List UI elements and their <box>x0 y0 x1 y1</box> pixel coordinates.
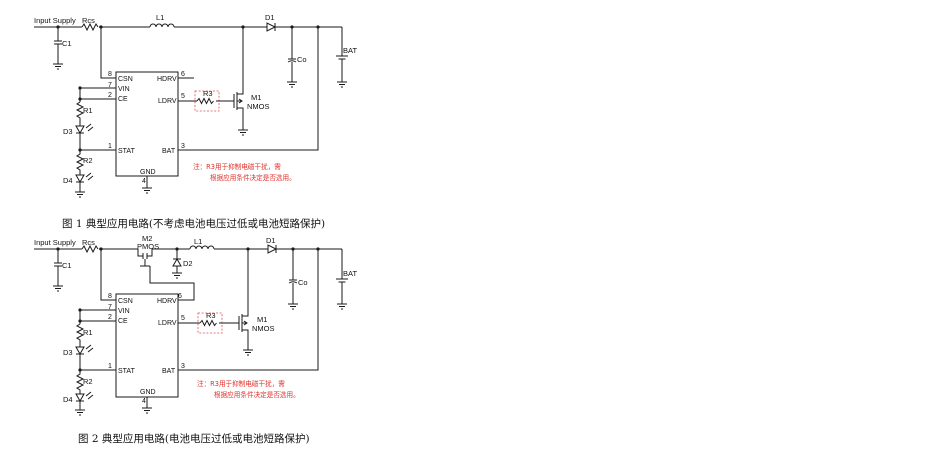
pin-ce: CE <box>118 318 128 325</box>
pin-number-6: 6 <box>181 71 185 78</box>
pmos-label: PMOS <box>137 242 159 251</box>
figure-1-caption: 图 1 典型应用电路(不考虑电池电压过低或电池短路保护) <box>62 217 325 230</box>
pin-number-2: 2 <box>108 314 112 321</box>
d1-label: D1 <box>266 236 276 245</box>
pin-number-2: 2 <box>108 92 112 99</box>
d1-diode <box>266 22 277 32</box>
d2-label: D2 <box>183 259 193 268</box>
pin-number-5: 5 <box>181 315 185 322</box>
c1-capacitor <box>53 27 63 70</box>
co-capacitor <box>287 27 297 88</box>
pin-vin: VIN <box>118 308 130 315</box>
r2-label: R2 <box>83 156 93 165</box>
pin-number-8: 8 <box>108 71 112 78</box>
figure-2-caption: 图 2 典型应用电路(电池电压过低或电池短路保护) <box>78 432 310 445</box>
pin-bat: BAT <box>162 368 176 375</box>
nmos-label: NMOS <box>252 324 275 333</box>
r3-note-line1: 注：R3用于抑制电磁干扰，需 <box>193 162 281 171</box>
d4-label: D4 <box>63 395 73 404</box>
r1-resistor <box>75 323 85 347</box>
r2-resistor <box>75 150 85 175</box>
bat-output-label: BAT <box>343 46 357 55</box>
battery-symbol <box>336 27 348 88</box>
rcs-resistor <box>81 22 99 32</box>
d3-led <box>75 346 85 370</box>
pin-vin: VIN <box>118 86 130 93</box>
co-capacitor <box>288 249 298 310</box>
pin-number-4: 4 <box>142 398 146 405</box>
m1-nmos <box>219 249 249 350</box>
m2-label: M2 <box>142 234 152 243</box>
r1-label: R1 <box>83 328 93 337</box>
pin-number-3: 3 <box>181 143 185 150</box>
rcs-resistor <box>81 244 99 254</box>
rcs-label: Rcs <box>82 16 95 25</box>
pin-ce: CE <box>118 96 128 103</box>
nmos-label: NMOS <box>247 102 270 111</box>
pin-stat: STAT <box>118 148 136 155</box>
pin-number-5: 5 <box>181 93 185 100</box>
pin-stat: STAT <box>118 368 136 375</box>
pin-ldrv: LDRV <box>158 98 177 105</box>
c1-label: C1 <box>62 39 72 48</box>
battery-symbol <box>336 249 348 310</box>
d1-diode <box>267 244 278 254</box>
l1-label: L1 <box>194 237 202 246</box>
pin-number-1: 1 <box>108 363 112 370</box>
r3-note-line2: 根据应用条件决定是否选用。 <box>210 173 296 182</box>
m2-pmos <box>137 248 178 267</box>
pin-csn: CSN <box>118 298 133 305</box>
m1-label: M1 <box>257 315 267 324</box>
pin-number-4: 4 <box>142 178 146 185</box>
m1-label: M1 <box>251 93 261 102</box>
co-label: Co <box>298 278 308 287</box>
pin-hdrv: HDRV <box>157 76 177 83</box>
r3-label: R3 <box>203 89 213 98</box>
l1-label: L1 <box>156 13 164 22</box>
co-label: Co <box>297 55 307 64</box>
figure-1: Input Supply Rcs C1 L1 D1 Co BAT CSN V <box>34 13 357 230</box>
pin-number-6: 6 <box>178 293 182 300</box>
r1-label: R1 <box>83 106 93 115</box>
bat-output-label: BAT <box>343 269 357 278</box>
pin-bat: BAT <box>162 148 176 155</box>
d3-led <box>75 125 85 150</box>
input-supply-label: Input Supply <box>34 16 76 25</box>
pin-gnd: GND <box>140 389 156 396</box>
d4-led <box>75 393 85 416</box>
r3-note-line2: 根据应用条件决定是否选用。 <box>214 390 300 399</box>
input-supply-label: Input Supply <box>34 238 76 247</box>
pin-number-8: 8 <box>108 293 112 300</box>
c1-capacitor <box>53 249 63 292</box>
d3-label: D3 <box>63 127 73 136</box>
d1-label: D1 <box>265 13 275 22</box>
figure-2: Input Supply Rcs C1 M2 PMOS D2 L1 D1 Co <box>34 234 357 445</box>
m1-nmos <box>216 27 244 130</box>
pin-csn: CSN <box>118 76 133 83</box>
r1-resistor <box>75 101 85 126</box>
r2-resistor <box>75 370 85 394</box>
l1-inductor <box>178 245 215 250</box>
l1-inductor <box>149 23 175 28</box>
r3-resistor <box>196 97 214 105</box>
r3-label: R3 <box>206 311 216 320</box>
pin-ldrv: LDRV <box>158 320 177 327</box>
d4-label: D4 <box>63 176 73 185</box>
pin-hdrv: HDRV <box>157 298 177 305</box>
r3-note-line1: 注：R3用于抑制电磁干扰，需 <box>197 379 285 388</box>
d3-label: D3 <box>63 348 73 357</box>
pin-gnd: GND <box>140 169 156 176</box>
pin-number-7: 7 <box>108 82 112 89</box>
pin-number-1: 1 <box>108 143 112 150</box>
d4-led <box>75 174 85 198</box>
r2-label: R2 <box>83 377 93 386</box>
c1-label: C1 <box>62 261 72 270</box>
r3-resistor <box>199 319 217 327</box>
d2-diode <box>172 249 182 279</box>
pin-number-3: 3 <box>181 363 185 370</box>
rcs-label: Rcs <box>82 238 95 247</box>
pin-number-7: 7 <box>108 304 112 311</box>
